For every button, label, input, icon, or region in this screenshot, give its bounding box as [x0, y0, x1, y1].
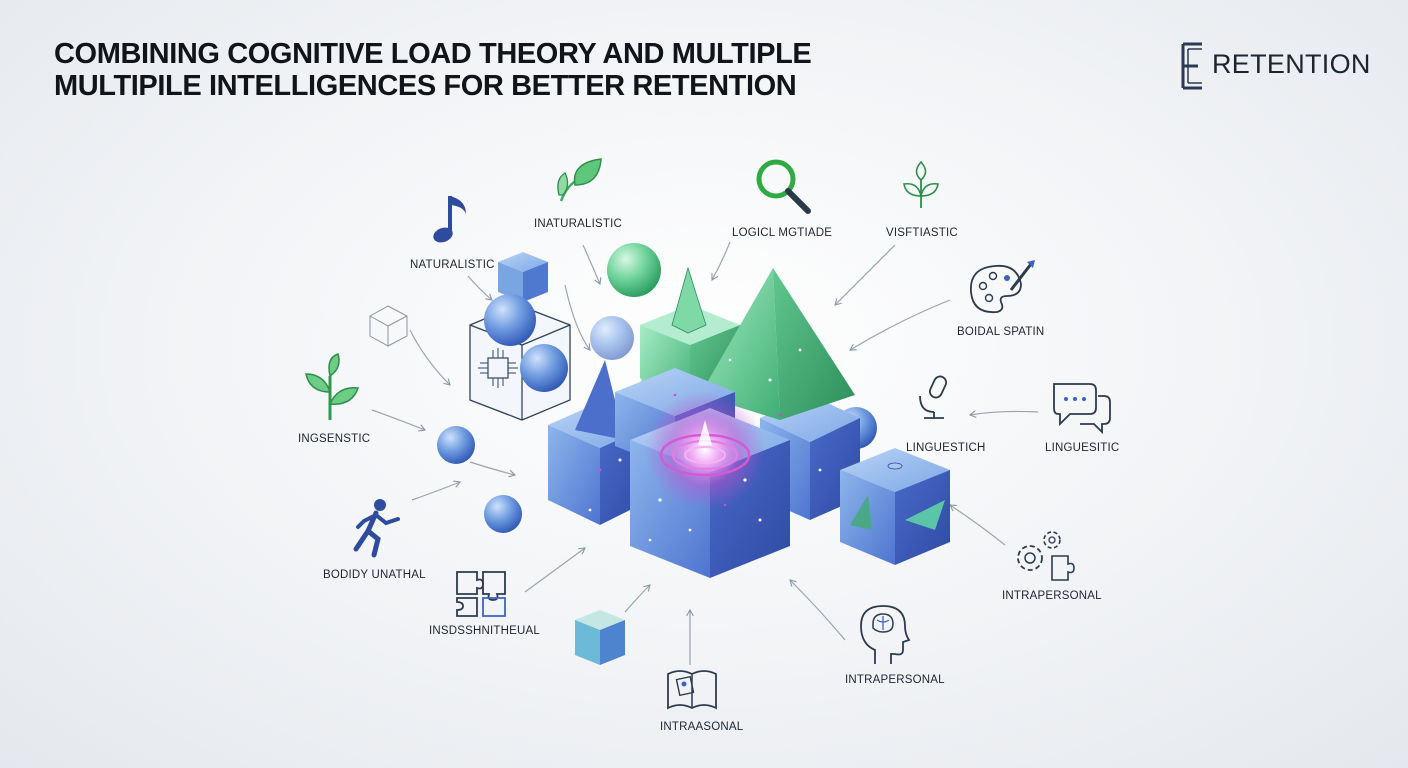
label-intrapersonal-right: INTRAPERSONAL — [1002, 590, 1102, 602]
center-glow — [645, 390, 765, 510]
title-line-2: MULTIPILE INTELLIGENCES FOR BETTER RETEN… — [54, 70, 797, 102]
label-bodily: BODIDY UNATHAL — [323, 569, 426, 581]
big-green-pyramid — [700, 268, 855, 420]
brand-text: RETENTION — [1212, 48, 1371, 79]
sparkles-magenta — [598, 393, 782, 507]
sprout-icon-left — [300, 352, 362, 427]
connector-arrows — [371, 241, 1039, 665]
chat-bubble-icon — [1048, 378, 1114, 441]
head-brain-icon — [855, 600, 915, 671]
label-interpersonal-bottom: INSDSSHNITHEUAL — [429, 625, 540, 637]
page-title: COMBINING COGNITIVE LOAD THEORY AND MULT… — [54, 38, 812, 102]
brand-e-icon — [1180, 41, 1206, 90]
microphone-icon — [912, 372, 960, 427]
label-logical: LOGICL MGTIADE — [732, 227, 833, 239]
label-linguistic-outer: LINGUESITIC — [1045, 442, 1120, 454]
open-book-icon — [664, 664, 720, 719]
label-musical: NATURALISTIC — [410, 259, 495, 271]
label-interpersonal-left: INGSENSTIC — [298, 433, 371, 445]
gears-puzzle-icon — [1010, 528, 1084, 591]
leaf-icon-top — [553, 155, 605, 212]
floating-cube-top — [498, 252, 548, 302]
label-spatial: BOIDAL SPATIN — [957, 326, 1045, 338]
puzzle-icon — [453, 568, 509, 625]
cube-bottom — [575, 610, 625, 665]
wire-cube-icon — [369, 305, 408, 347]
label-intrapersonal-bottom: INTRAPERSONAL — [845, 674, 945, 686]
label-intrapersonal-book: INTRAASONAL — [660, 721, 744, 733]
palette-icon — [965, 258, 1037, 325]
label-linguistic-inner: LINGUESTICH — [906, 442, 986, 454]
brand-logo: RETENTION — [1180, 38, 1371, 90]
sparkles — [588, 348, 822, 542]
plant-icon-top — [898, 160, 944, 215]
title-line-1: COMBINING COGNITIVE LOAD THEORY AND MULT… — [54, 38, 812, 70]
music-note-icon — [430, 188, 474, 255]
cube-right — [840, 448, 950, 565]
magnifier-icon — [752, 155, 814, 220]
running-person-icon — [346, 497, 404, 564]
label-visual: VISFTIASTIC — [886, 227, 958, 239]
label-naturalistic-top: INATURALISTIC — [534, 218, 623, 230]
